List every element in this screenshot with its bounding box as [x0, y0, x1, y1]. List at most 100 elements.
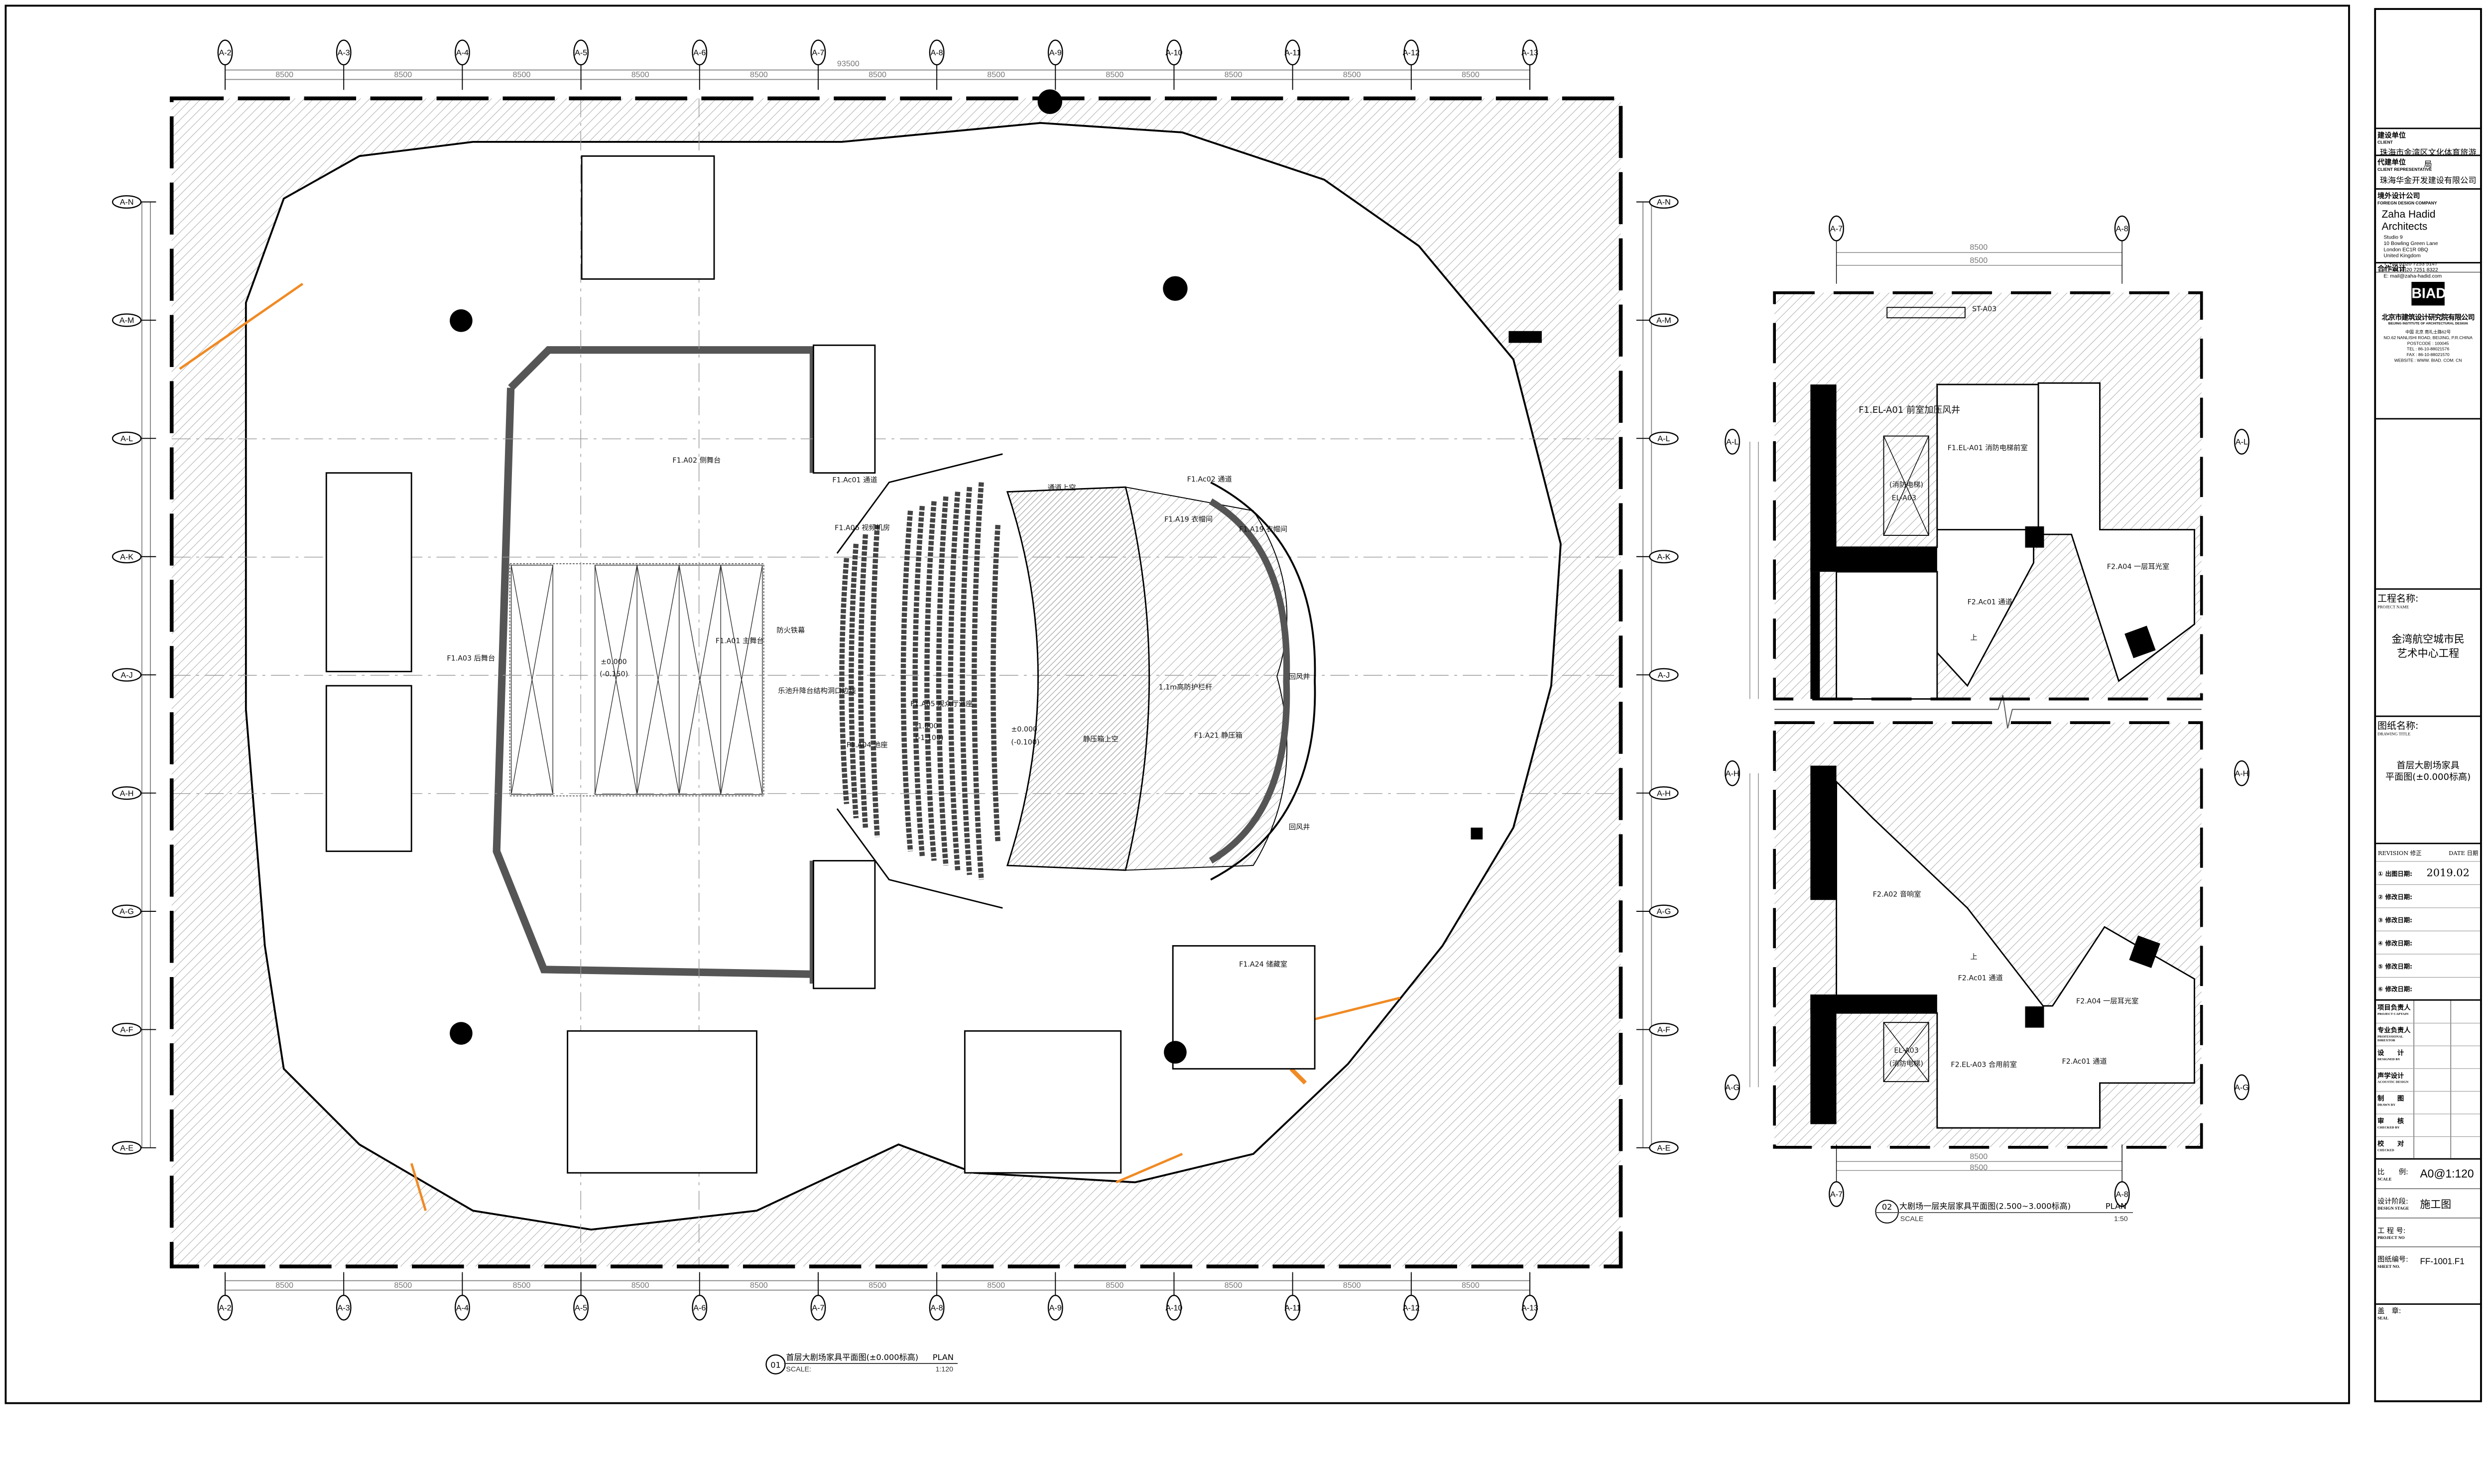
address-line: FAX : 86-10-88021570 [2406, 352, 2450, 357]
grid-bubble [1829, 215, 1844, 242]
grid-label: A-L [1726, 438, 1739, 447]
signature-role-en: DRAWN BY [2377, 1103, 2395, 1107]
coop-section: 合作设计 [2376, 263, 2481, 273]
revision-row: ⑤ 修改日期: [2376, 954, 2481, 978]
grid-label: A-8 [2116, 1190, 2128, 1199]
grid-bubble [217, 39, 233, 66]
biad-name-en: BEIJING INSTITUTE OF ARCHITECTURAL DESIG… [2388, 322, 2468, 326]
grid-bubble [1829, 1181, 1844, 1207]
project-name-section: 工程名称: PROJECT NAME 金湾航空城市民 艺术中心工程 [2376, 590, 2481, 717]
dimension: 8500 [1970, 256, 1988, 265]
address-line: 10 Bowling Green Lane [2383, 241, 2438, 247]
project-no-label: 工 程 号: [2377, 1226, 2406, 1235]
grid-label: A-7 [812, 48, 824, 57]
grid-bubble [2234, 429, 2249, 455]
bay-dimension: 8500 [1462, 1281, 1480, 1290]
grid-label: A-H [2235, 769, 2249, 778]
elevation-mark: ±0.000 [601, 658, 627, 666]
project-label: 工程名称: [2377, 592, 2419, 604]
room-fill [1836, 780, 2195, 1129]
room-label: 通道上空 [1048, 484, 1076, 492]
grid-bubble [112, 431, 142, 445]
phone: T: +44 (0)20 7253 5147 [2383, 261, 2438, 267]
grid-label: A-E [120, 1144, 133, 1153]
signature-cell [2414, 1046, 2452, 1069]
bay-dimension: 8500 [987, 1281, 1005, 1290]
grid-label: A-F [1657, 1025, 1670, 1034]
grid-label: A-M [1656, 316, 1671, 325]
room-label: 静压箱上空 [1083, 735, 1119, 743]
signature-role-en: CHECKED [2377, 1148, 2394, 1152]
grid-bubble [1649, 1022, 1679, 1036]
grid-bubble [454, 39, 470, 66]
revision-header-label: REVISION 修正 [2377, 850, 2422, 857]
grid-label: A-3 [338, 48, 350, 57]
grid-bubble [1285, 1294, 1301, 1321]
stalls-boundary [836, 453, 1003, 909]
shear-wall [1810, 994, 1937, 1014]
project-label-en: PROJECT NAME [2377, 604, 2409, 610]
room-label: F1.Ac02 通道 [1187, 475, 1232, 484]
grid-bubble [112, 1022, 142, 1036]
note-label: 1.1m高防护栏杆 [1159, 683, 1213, 692]
email: E: mail@zaha-hadid.com [2383, 273, 2442, 279]
stage-label: 设计阶段: [2377, 1197, 2408, 1206]
sheet-no-label: 图纸编号: [2377, 1254, 2408, 1264]
rep-label-en: CLIENT REPRESENTATIVE [2377, 167, 2432, 172]
seal-label: 盖 章: [2377, 1306, 2401, 1316]
main-stage-lifts [509, 563, 764, 797]
grid-label: A-2 [219, 48, 231, 57]
revision-row: ④ 修改日期: [2376, 931, 2481, 955]
grid-bubble [1285, 39, 1301, 66]
column [2124, 625, 2156, 658]
grid-bubble [692, 1294, 708, 1321]
bay-dimension: 8500 [631, 70, 649, 79]
grid-label: A-8 [931, 1304, 943, 1313]
room-label: F2.Ac01 通道 [1958, 974, 2003, 983]
elevator-cross [1883, 436, 1929, 536]
grid-bubble [1047, 1294, 1063, 1321]
note-label: 乐池升降台结构洞口边线 [778, 687, 856, 695]
shear-wall [1810, 765, 1837, 900]
room-label: F2.A04 一层耳光室 [2107, 562, 2169, 571]
zha-address: Studio 9 10 Bowling Green Lane London EC… [2383, 235, 2480, 279]
grid-label: A-M [120, 316, 134, 325]
date-header-label: DATE 日期 [2449, 850, 2479, 857]
grid-bubble [810, 39, 826, 66]
grid-bubble [810, 1294, 826, 1321]
grid-bubble [1649, 431, 1679, 445]
scale-label: 比 例: [2377, 1167, 2408, 1176]
grid-bubble [1522, 1294, 1538, 1321]
signature-cell [2414, 1023, 2452, 1046]
grid-bubble [692, 39, 708, 66]
room-label: F1.A24 储藏室 [1239, 960, 1287, 969]
room-label: F1.EL-A01 消防电梯前室 [1948, 444, 2028, 452]
grid-label: A-8 [2116, 224, 2128, 233]
biad-name: 北京市建筑设计研究院有限公司 [2381, 313, 2475, 322]
signature-role-en: PROJECT CAPTAIN [2377, 1012, 2409, 1016]
plan-number: 01 [770, 1360, 781, 1369]
grid-bubble [1522, 39, 1538, 66]
biad-section: BIAD 北京市建筑设计研究院有限公司 BEIJING INSTITUTE OF… [2376, 272, 2481, 420]
blank-area [2376, 419, 2481, 590]
shear-wall [1810, 572, 1820, 699]
scale-value: 1:50 [2114, 1215, 2128, 1223]
bay-dimension: 8500 [1462, 70, 1480, 79]
grid-label: A-12 [1403, 48, 1420, 57]
grid-label: A-L [1657, 434, 1670, 443]
address-line: London EC1R 0BQ [2383, 247, 2428, 253]
grid-label: A-4 [456, 1304, 469, 1313]
bay-dimension: 8500 [1225, 70, 1243, 79]
room-label: 回风井 [1289, 823, 1310, 832]
grid-bubble [929, 39, 945, 66]
grid-label: A-J [1658, 671, 1670, 680]
grid-label: A-F [121, 1025, 133, 1034]
revision-row: ⑥ 修改日期: [2376, 978, 2481, 1001]
grid-label: A-N [120, 198, 134, 207]
bay-dimension: 8500 [275, 70, 293, 79]
signature-role: 专业负责人 [2377, 1026, 2411, 1034]
bay-dimension: 8500 [869, 70, 886, 79]
stage-house-wall [493, 346, 814, 978]
grid-label: A-7 [1830, 224, 1843, 233]
